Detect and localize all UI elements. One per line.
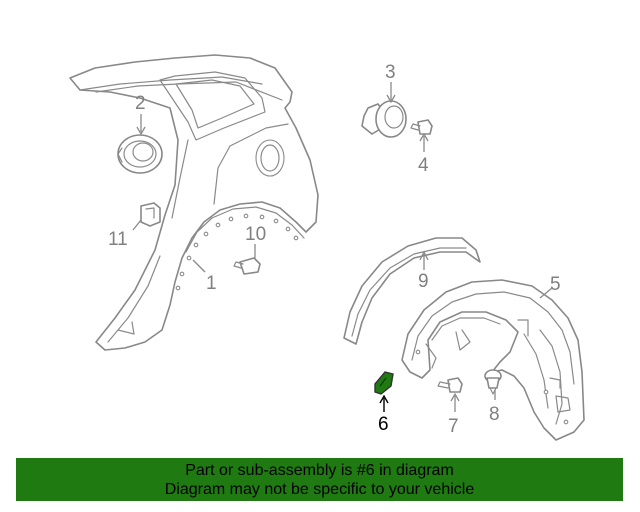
callout-9: 9 — [418, 271, 429, 292]
part-info-banner: Part or sub-assembly is #6 in diagram Di… — [16, 458, 623, 501]
fuel-door-part[interactable] — [117, 134, 163, 174]
wheel-molding-part[interactable] — [343, 237, 481, 345]
screw-part-4[interactable] — [410, 119, 433, 135]
wheelhouse-liner-part[interactable] — [401, 279, 585, 441]
callout-2: 2 — [135, 93, 146, 114]
clip-part-11[interactable] — [140, 202, 161, 227]
callout-8: 8 — [489, 404, 500, 425]
callout-10: 10 — [245, 224, 266, 245]
fuel-filler-housing-part[interactable] — [361, 100, 407, 138]
callout-4: 4 — [418, 155, 429, 176]
callout-6: 6 — [378, 414, 389, 435]
highlighted-part-6[interactable] — [374, 371, 394, 395]
banner-line-1: Part or sub-assembly is #6 in diagram — [185, 462, 454, 479]
banner-line-2: Diagram may not be specific to your vehi… — [164, 481, 475, 498]
bolt-part-10[interactable] — [233, 257, 261, 275]
quarter-panel-part[interactable] — [69, 54, 319, 351]
callout-11: 11 — [108, 229, 128, 250]
push-pin-part-8[interactable] — [484, 369, 502, 395]
callout-3: 3 — [385, 62, 396, 83]
screw-part-7[interactable] — [437, 377, 463, 393]
callout-5: 5 — [550, 274, 561, 295]
callout-7: 7 — [448, 416, 459, 437]
callout-1: 1 — [206, 273, 217, 294]
